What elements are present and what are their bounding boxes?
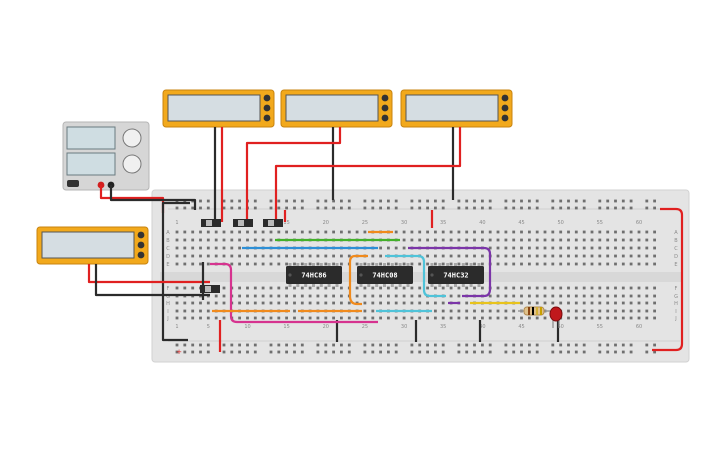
- multimeter-left[interactable]: [36, 226, 149, 265]
- row-letter: A: [166, 230, 170, 236]
- row-letter: G: [674, 294, 678, 300]
- wire-magenta: [210, 262, 378, 324]
- wire-black-meter-left: [94, 264, 210, 297]
- resistor-band: [536, 307, 538, 315]
- ic-chips: 74HC86 74HC08 74HC32: [286, 263, 484, 287]
- multimeter-1[interactable]: [162, 89, 275, 128]
- slide-switches: [200, 219, 283, 293]
- wire-cyan-loop: [385, 254, 446, 298]
- column-number: 25: [362, 220, 368, 226]
- breadboard: 1155101015152020252530303535404045455050…: [151, 189, 690, 363]
- column-number: 50: [558, 324, 564, 330]
- row-letter: F: [675, 286, 678, 292]
- wire-red-rail-loop: [652, 207, 684, 352]
- chip-74hc32[interactable]: 74HC32: [428, 263, 484, 287]
- row-letter: D: [166, 254, 170, 260]
- rail-plus-symbol: +: [176, 348, 182, 356]
- resistor: [518, 306, 550, 316]
- wire-black-supply: [109, 185, 197, 210]
- column-number: 15: [283, 220, 289, 226]
- wire-red-meter3: [274, 127, 462, 222]
- row-letter: I: [675, 309, 676, 315]
- row-letter: I: [167, 309, 168, 315]
- row-letter: E: [674, 262, 677, 268]
- column-number: 1: [175, 324, 178, 330]
- wire-black-left-rail: [161, 201, 190, 342]
- wires: [87, 127, 684, 352]
- power-switch[interactable]: [67, 180, 79, 187]
- row-letter: B: [166, 238, 170, 244]
- column-number: 35: [440, 324, 446, 330]
- chip-label: 74HC86: [301, 272, 326, 280]
- chip-label: 74HC32: [443, 272, 468, 280]
- row-letter: E: [166, 262, 169, 268]
- resistor-band: [540, 307, 542, 315]
- wire-red-meter2: [245, 127, 342, 222]
- column-number: 40: [479, 220, 485, 226]
- voltage-knob[interactable]: [122, 128, 142, 148]
- column-number: 30: [401, 220, 407, 226]
- column-number: 5: [207, 324, 210, 330]
- chip-label: 74HC08: [372, 272, 397, 280]
- column-number: 55: [597, 220, 603, 226]
- row-letter: C: [674, 246, 678, 252]
- resistor-band: [532, 307, 534, 315]
- row-letter: H: [674, 301, 678, 307]
- wire-red-meter-left: [87, 264, 210, 284]
- column-number: 60: [636, 324, 642, 330]
- row-letter: F: [167, 286, 170, 292]
- row-letter: A: [674, 230, 678, 236]
- column-number: 35: [440, 220, 446, 226]
- column-number: 45: [518, 220, 524, 226]
- chip-74hc86[interactable]: 74HC86: [286, 263, 342, 287]
- row-letter: D: [674, 254, 678, 260]
- wire-purple: [408, 246, 492, 298]
- column-number: 40: [479, 324, 485, 330]
- column-number: 10: [244, 324, 250, 330]
- column-number: 60: [636, 220, 642, 226]
- column-number: 25: [362, 324, 368, 330]
- row-letter: H: [166, 301, 170, 307]
- multimeter-2[interactable]: [280, 89, 393, 128]
- chip-74hc08[interactable]: 74HC08: [357, 263, 413, 287]
- column-number: 15: [283, 324, 289, 330]
- column-number: 20: [323, 220, 329, 226]
- wire-orange-left: [348, 254, 368, 306]
- power-supply: [62, 121, 150, 191]
- breadboard-holes: [175, 199, 656, 354]
- column-number: 55: [597, 324, 603, 330]
- led-red: [549, 306, 563, 328]
- row-letter: B: [674, 238, 678, 244]
- column-number: 45: [518, 324, 524, 330]
- resistor-band: [528, 307, 530, 315]
- column-number: 1: [175, 220, 178, 226]
- row-letter: J: [166, 316, 168, 322]
- row-letter: C: [166, 246, 170, 252]
- row-letter: G: [166, 294, 170, 300]
- column-number: 20: [323, 324, 329, 330]
- column-number: 30: [401, 324, 407, 330]
- multimeter-3[interactable]: [400, 89, 513, 128]
- current-knob[interactable]: [122, 154, 142, 174]
- row-letter: J: [674, 316, 676, 322]
- column-number: 50: [558, 220, 564, 226]
